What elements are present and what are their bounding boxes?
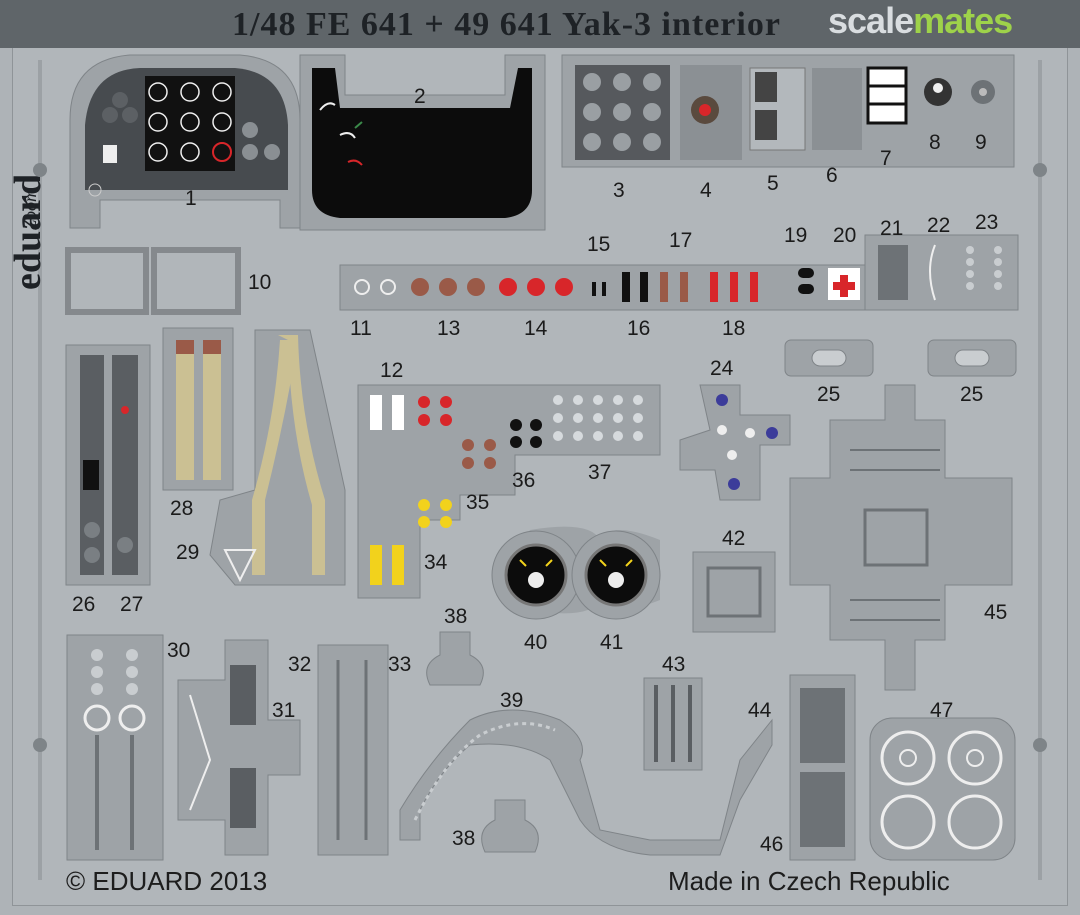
part-number: 36 <box>512 469 536 492</box>
part-1-instrument-panel <box>69 54 301 229</box>
part-number: 32 <box>288 653 312 676</box>
part-2-black-panel <box>299 54 546 231</box>
part-number: 35 <box>466 491 490 514</box>
header-bar: 1/48 FE 641 + 49 641 Yak-3 interior scal… <box>0 0 1080 48</box>
part-47-wheels <box>869 717 1016 861</box>
part-number: 2 <box>414 85 426 108</box>
mounting-hole <box>33 163 47 177</box>
part-number: 10 <box>248 271 272 294</box>
part-30-belts <box>66 634 164 861</box>
mounting-hole <box>1033 738 1047 752</box>
part-number: 13 <box>437 317 461 340</box>
part-number: 43 <box>662 653 686 676</box>
part-43-levers <box>643 677 703 771</box>
part-number: 16 <box>627 317 651 340</box>
part-number: 37 <box>588 461 612 484</box>
part-number: 27 <box>120 593 144 616</box>
part-number: 17 <box>669 229 693 252</box>
parts-26-27-consoles <box>65 344 151 586</box>
fret-title: 1/48 FE 641 + 49 641 Yak-3 interior <box>232 6 781 43</box>
mounting-hole <box>1033 163 1047 177</box>
part-number: 3 <box>613 179 625 202</box>
part-number: 22 <box>927 214 951 237</box>
part-number: 8 <box>929 131 941 154</box>
part-45-floor <box>789 384 1013 691</box>
part-number: 44 <box>748 699 772 722</box>
parts-40-41-gauges <box>491 526 661 620</box>
part-number: 9 <box>975 131 987 154</box>
part-number: 5 <box>767 172 779 195</box>
part-number: 28 <box>170 497 194 520</box>
part-number: 46 <box>760 833 784 856</box>
parts-3-9-strip <box>561 54 1015 168</box>
part-number: 38 <box>444 605 468 628</box>
part-number: 31 <box>272 699 296 722</box>
part-number: 20 <box>833 224 857 247</box>
scalemates-logo: scalemates <box>828 0 1013 41</box>
zoom-logo: Zoom <box>20 188 40 230</box>
part-number: 6 <box>826 164 838 187</box>
part-number: 39 <box>500 689 524 712</box>
made-in-text: Made in Czech Republic <box>668 866 950 896</box>
part-number: 21 <box>880 217 904 240</box>
part-number: 25 <box>960 383 984 406</box>
parts-12-34-37 <box>357 384 661 599</box>
part-number: 42 <box>722 527 746 550</box>
part-31-rudder-pedals <box>177 639 301 856</box>
part-number: 34 <box>424 551 448 574</box>
part-number: 12 <box>380 359 404 382</box>
part-38-loops <box>426 631 539 853</box>
part-46-treads <box>789 674 856 861</box>
part-number: 40 <box>524 631 548 654</box>
part-number: 4 <box>700 179 712 202</box>
part-25-clips <box>784 339 1017 377</box>
part-number: 24 <box>710 357 734 380</box>
part-number: 41 <box>600 631 624 654</box>
part-number: 25 <box>817 383 841 406</box>
part-39-frame <box>399 709 773 856</box>
part-number: 11 <box>350 317 372 340</box>
parts-32-33-strips <box>317 644 389 856</box>
part-number: 26 <box>72 593 96 616</box>
part-number: 15 <box>587 233 611 256</box>
part-number: 33 <box>388 653 412 676</box>
part-number: 47 <box>930 699 954 722</box>
part-28-belts <box>162 327 234 491</box>
part-number: 45 <box>984 601 1008 624</box>
part-number: 18 <box>722 317 746 340</box>
part-number: 19 <box>784 224 808 247</box>
copyright-text: © EDUARD 2013 <box>66 866 268 896</box>
mounting-hole <box>33 738 47 752</box>
part-number: 23 <box>975 211 999 234</box>
part-24-valve <box>679 384 791 501</box>
part-10-frames <box>65 247 241 315</box>
part-number: 1 <box>185 187 197 210</box>
part-number: 14 <box>524 317 548 340</box>
part-number: 7 <box>880 147 892 170</box>
part-42-bracket <box>692 551 776 633</box>
part-number: 29 <box>176 541 200 564</box>
parts-11-23-strip <box>339 234 1019 311</box>
part-number: 38 <box>452 827 476 850</box>
part-29-harness <box>209 329 346 586</box>
part-number: 30 <box>167 639 191 662</box>
